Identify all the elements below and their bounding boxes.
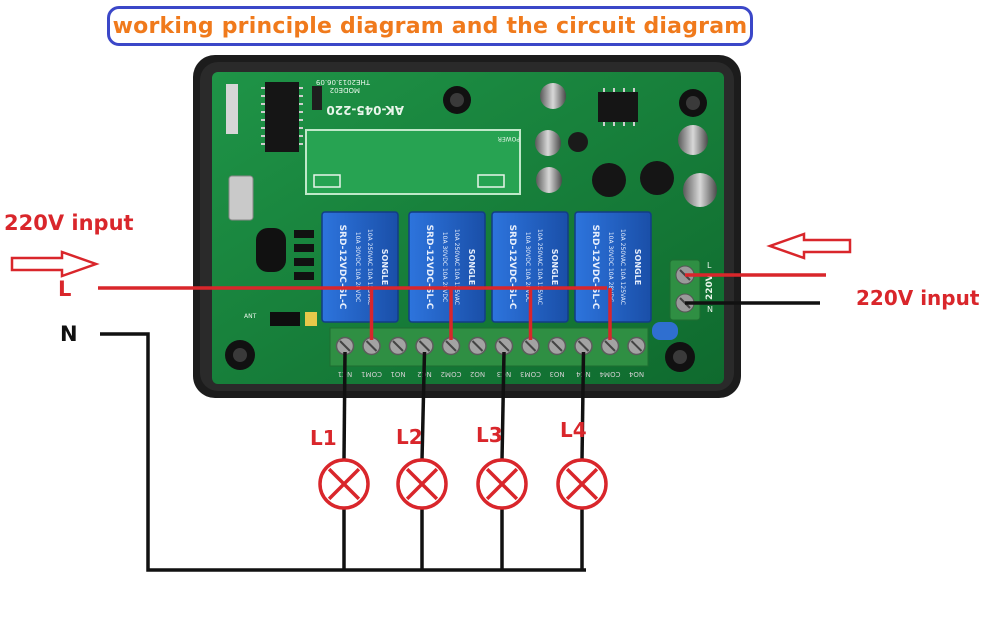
lamp-label-l2: L2 xyxy=(396,425,423,449)
smd-component-2 xyxy=(312,86,322,110)
terminal-label: COM2 xyxy=(441,370,462,378)
power-label: POWER xyxy=(498,135,520,142)
terminal-label: NO2 xyxy=(470,370,485,378)
terminal-screw-nc2 xyxy=(415,336,434,356)
neutral-wire-main xyxy=(100,332,586,572)
board-date-label: THE2013.06.09 xyxy=(316,78,371,86)
ant-label: ANT xyxy=(244,313,257,320)
relay-spec-ac: 10A 250VAC 10A 125VAC xyxy=(619,229,626,305)
lamp-label-l1: L1 xyxy=(310,426,337,450)
wires xyxy=(98,273,826,572)
terminal-screw-com4 xyxy=(600,336,620,356)
title-box: working principle diagram and the circui… xyxy=(107,6,753,46)
neutral-label: N xyxy=(60,322,78,346)
relay-brand: SONGLE xyxy=(467,249,476,285)
terminal-screw-nc1 xyxy=(335,336,355,356)
receiver-pad-left xyxy=(313,174,341,188)
terminal-screw-nc3 xyxy=(494,336,514,356)
lamp-l1 xyxy=(318,458,370,510)
load-wire-3 xyxy=(500,351,506,461)
terminal-screw-no2 xyxy=(468,336,487,356)
lamp-label-l4: L4 xyxy=(560,418,587,442)
mcu-chip xyxy=(261,82,303,152)
relay-4: SONGLE 10A 250VAC 10A 125VAC 10A 30VDC 10A… xyxy=(574,211,652,323)
lamp-group: L1 L2 L3 L4 xyxy=(310,418,608,510)
terminal-screw-com2 xyxy=(441,336,461,356)
relay-2: SONGLE 10A 250VAC 10A 125VAC 10A 30VDC 10A… xyxy=(408,211,486,323)
relay-group: SONGLE 10A 250VAC 10A 125VAC 10A 30VDC 10A… xyxy=(321,211,652,323)
jumper-header xyxy=(270,312,317,326)
terminal-screw-com1 xyxy=(362,336,381,356)
terminal-voltage-label: 220V xyxy=(705,274,715,300)
diagram-title: working principle diagram and the circui… xyxy=(112,13,748,39)
terminal-label: COM1 xyxy=(361,370,382,378)
relay-spec-ac: 10A 250VAC 10A 125VAC xyxy=(366,229,373,305)
receiver-module xyxy=(305,129,521,195)
mounting-holes xyxy=(225,86,707,372)
power-ic xyxy=(598,88,638,126)
relay-model: SRD-12VDC-SL-C xyxy=(424,225,434,310)
input-arrow-right xyxy=(766,232,852,260)
terminal-screw-no3 xyxy=(547,336,567,356)
live-label: L xyxy=(58,277,72,301)
terminal-n-label: N xyxy=(707,305,713,314)
relay-model: SRD-12VDC-SL-C xyxy=(337,225,347,310)
terminal-screw-no1 xyxy=(388,336,408,356)
terminal-label: NO4 xyxy=(628,370,644,378)
load-wire-2 xyxy=(420,351,427,461)
relay-model: SRD-12VDC-SL-C xyxy=(507,225,517,310)
input-label-left: 220V input xyxy=(4,211,134,235)
relay-brand: SONGLE xyxy=(633,249,642,285)
terminal-screw-com3 xyxy=(521,336,540,356)
terminal-l-label: L xyxy=(707,261,712,270)
relay-1: SONGLE 10A 250VAC 10A 125VAC 10A 30VDC 10A… xyxy=(321,211,399,323)
relay-spec-dc: 10A 30VDC 10A 28VDC xyxy=(441,232,448,302)
antenna-coil xyxy=(256,228,286,272)
terminal-label: COM3 xyxy=(520,370,541,378)
crystal-oscillator xyxy=(228,175,254,221)
terminal-label: NO1 xyxy=(390,370,405,378)
relay-brand: SONGLE xyxy=(550,249,559,285)
lamp-l3 xyxy=(476,458,528,510)
terminal-label: NO3 xyxy=(549,370,564,378)
receiver-pad-right xyxy=(477,174,505,188)
input-label-right: 220V input xyxy=(856,286,980,310)
terminal-label: COM4 xyxy=(599,370,620,378)
input-arrow-left xyxy=(10,250,100,278)
board-model-label: AK-045-220 xyxy=(326,103,404,117)
relay-spec-dc: 10A 30VDC 10A 28VDC xyxy=(354,232,361,302)
relay-spec-ac: 10A 250VAC 10A 125VAC xyxy=(453,229,460,305)
lamp-label-l3: L3 xyxy=(476,423,503,447)
signal-led-column xyxy=(294,230,314,280)
relay-spec-dc: 10A 30VDC 10A 28VDC xyxy=(524,232,531,302)
output-terminal-strip xyxy=(329,327,649,367)
relay-3: SONGLE 10A 250VAC 10A 125VAC 10A 30VDC 10A… xyxy=(491,211,569,323)
relay-spec-dc: 10A 30VDC 10A 28VDC xyxy=(607,232,614,302)
board-code-label: MODE02 xyxy=(330,86,360,94)
load-wire-4 xyxy=(580,351,586,461)
load-wire-1 xyxy=(342,351,347,461)
terminal-screw-no4 xyxy=(627,336,646,356)
fuse-capacitor xyxy=(652,322,678,340)
lamp-l4 xyxy=(556,458,608,510)
lamp-l2 xyxy=(396,458,448,510)
capacitors xyxy=(535,83,717,207)
relay-model: SRD-12VDC-SL-C xyxy=(590,225,600,310)
power-terminal-block xyxy=(669,259,701,321)
smd-component-1 xyxy=(226,84,238,134)
relay-spec-ac: 10A 250VAC 10A 125VAC xyxy=(536,229,543,305)
relay-brand: SONGLE xyxy=(380,249,389,285)
terminal-screw-nc4 xyxy=(574,336,593,356)
